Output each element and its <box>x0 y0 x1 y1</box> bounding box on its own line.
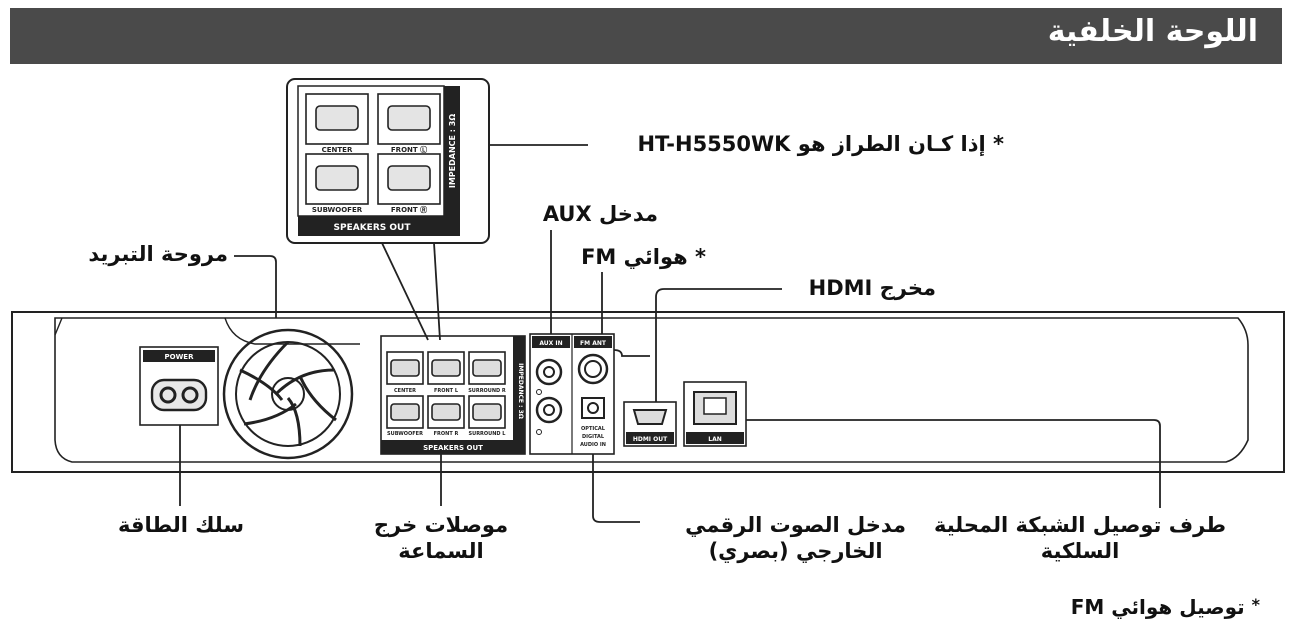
label-optical: مدخل الصوت الرقمي الخارجي (بصري) <box>685 512 906 565</box>
front-l-tag: FRONT L <box>434 388 459 394</box>
chassis <box>11 311 1285 473</box>
cooling-fan-icon <box>222 328 354 460</box>
impedance-tag-small: IMPEDANCE : 3Ω <box>517 363 524 419</box>
label-lan-line2: السلكية <box>1040 539 1120 564</box>
fm-ant-tag: FM ANT <box>580 340 607 347</box>
terminal-row-top <box>386 351 506 385</box>
surround-r-tag: SURROUND R <box>468 388 506 394</box>
lan-tag: LAN <box>708 436 722 443</box>
power-tag: POWER <box>165 353 195 361</box>
inset-subwoofer-tag: SUBWOOFER <box>312 206 363 214</box>
inset-impedance-tag: IMPEDANCE : 3Ω <box>448 114 457 188</box>
page-title: اللوحة الخلفية <box>1047 14 1258 49</box>
speaker-inset: CENTER FRONT Ⓛ SUBWOOFER FRONT Ⓡ SPEAKER… <box>286 78 490 244</box>
label-power-cord: سلك الطاقة <box>118 513 244 537</box>
label-speaker-out: موصلات خرج السماعة <box>348 512 534 565</box>
power-socket: POWER <box>139 346 219 426</box>
label-cooling-fan: مروحة التبريد <box>88 242 228 266</box>
subwoofer-tag: SUBWOOFER <box>387 431 423 437</box>
speaker-terminals: CENTER FRONT L SURROUND R SUBWOOFER FRON… <box>380 335 526 455</box>
label-hdmi-out: مخرج HDMI <box>808 276 936 300</box>
label-speaker-out-line2: السماعة <box>398 539 484 564</box>
footnote-star: * <box>1251 595 1260 614</box>
label-lan: طرف توصيل الشبكة المحلية السلكية <box>920 512 1240 565</box>
inset-center-tag: CENTER <box>322 146 353 154</box>
label-speaker-out-line1: موصلات خرج <box>373 513 509 537</box>
inset-front-l-tag: FRONT Ⓛ <box>391 145 427 154</box>
aux-in-tag: AUX IN <box>539 340 562 347</box>
terminal-row-bottom <box>386 395 506 429</box>
label-optical-line2: الخارجي (بصري) <box>708 539 883 564</box>
hdmi-out-tag: HDMI OUT <box>633 436 668 443</box>
speakers-out-tag: SPEAKERS OUT <box>423 444 483 452</box>
header-bar: اللوحة الخلفية <box>10 8 1282 64</box>
optical-tag-1: OPTICAL <box>581 426 606 432</box>
optical-tag-3: AUDIO IN <box>580 442 606 448</box>
label-lan-line1: طرف توصيل الشبكة المحلية <box>934 513 1226 537</box>
front-r-tag: FRONT R <box>434 431 459 437</box>
label-aux-in: مدخل AUX <box>542 202 658 226</box>
label-fm-antenna: * هوائي FM <box>581 245 706 269</box>
aux-fm-optical-block: AUX IN FM ANT OPTICAL DIGITAL AUDIO IN <box>529 333 615 455</box>
inset-speakers-out-tag: SPEAKERS OUT <box>334 223 412 233</box>
inset-front-r-tag: FRONT Ⓡ <box>391 205 427 214</box>
label-model-note: * إذا كـان الطراز هو HT-H5550WK <box>637 132 1004 156</box>
footnote-text: توصيل هوائي FM <box>1070 595 1245 619</box>
footnote: * توصيل هوائي FM <box>1071 595 1260 620</box>
optical-tag-2: DIGITAL <box>582 434 605 440</box>
hdmi-out-port: HDMI OUT <box>623 401 677 447</box>
label-optical-line1: مدخل الصوت الرقمي <box>685 513 906 537</box>
leader-lines <box>179 144 1161 523</box>
center-tag: CENTER <box>394 388 416 394</box>
surround-l-tag: SURROUND L <box>469 431 507 437</box>
lan-port: LAN <box>683 381 747 447</box>
